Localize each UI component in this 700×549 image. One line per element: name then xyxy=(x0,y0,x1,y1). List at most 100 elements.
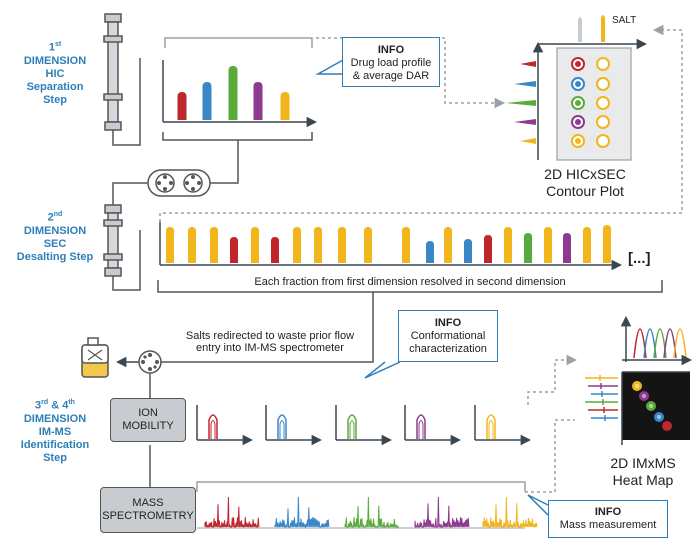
ellipsis-label: [...] xyxy=(628,250,651,267)
hic-peak xyxy=(280,92,290,120)
contour-spot-core xyxy=(575,138,581,144)
heatmap-spot-core xyxy=(649,404,653,408)
sec-peak xyxy=(544,227,552,263)
im-peak xyxy=(486,414,496,439)
sec-peak xyxy=(293,227,301,263)
im-peak xyxy=(418,420,424,439)
ms-spectrum xyxy=(274,496,330,529)
ms-bracket xyxy=(196,481,526,492)
contour-spot-core xyxy=(575,61,581,67)
sec-peak xyxy=(563,233,571,263)
contour-spot xyxy=(596,115,610,129)
heatmap-side-trace xyxy=(588,407,618,413)
hic-peak xyxy=(253,82,263,120)
heatmap-side-trace xyxy=(591,391,618,397)
ms-spectrum xyxy=(204,496,260,529)
heatmap-top-peak xyxy=(673,328,687,359)
mass-spectra xyxy=(196,481,538,529)
info-hic-tail xyxy=(315,59,344,75)
im-peak xyxy=(347,414,357,439)
sec-column xyxy=(103,204,123,277)
sec-peak xyxy=(338,227,346,263)
step-1-label: 1st DIMENSION HIC Separation Step xyxy=(23,41,87,106)
sec-peak xyxy=(603,225,611,263)
sec-peak xyxy=(524,233,532,263)
sec-chromatogram xyxy=(159,222,623,271)
flow-arrow-hic-contour xyxy=(316,37,506,109)
sec-peak xyxy=(251,227,259,263)
ms-spectrum xyxy=(414,496,470,529)
sec-peak xyxy=(402,227,410,263)
sec-peak xyxy=(464,239,472,263)
contour-side-peak xyxy=(520,61,536,67)
tubing-1 xyxy=(112,58,141,146)
step-3-4-label: 3rd & 4th DIMENSION IM-MS Identification… xyxy=(20,399,90,464)
contour-side-peak xyxy=(506,100,536,106)
sec-peak xyxy=(314,227,322,263)
im-peak xyxy=(488,420,494,439)
hic-peak xyxy=(228,66,238,120)
heatmap-side-trace xyxy=(591,415,618,421)
fraction-caption: Each fraction from first dimension resol… xyxy=(254,276,566,288)
sec-peak xyxy=(166,227,174,263)
im-peak xyxy=(210,420,216,439)
contour-plot xyxy=(506,15,648,161)
im-peak xyxy=(416,414,426,439)
contour-top-peak xyxy=(578,17,582,42)
sec-peak xyxy=(583,227,591,263)
info-box-mass: INFO Mass measurement xyxy=(548,500,668,538)
heat-map-label: 2D IMxMS Heat Map xyxy=(610,455,676,488)
hic-peak xyxy=(177,92,187,120)
hic-chromatogram xyxy=(162,60,318,128)
ion-mobility-box: ION MOBILITY xyxy=(110,398,186,442)
im-peak xyxy=(208,414,218,439)
waste-valve xyxy=(138,350,162,374)
heatmap-spot-core xyxy=(642,394,646,398)
sec-peak xyxy=(188,227,196,263)
flow-arrow-sec-contour xyxy=(159,24,683,222)
contour-spot xyxy=(596,96,610,110)
im-peak xyxy=(279,420,285,439)
contour-side-peak xyxy=(514,119,536,125)
heat-map xyxy=(585,315,693,445)
contour-spot-core xyxy=(575,81,581,87)
contour-spot-core xyxy=(575,119,581,125)
sec-peak xyxy=(271,237,279,263)
ms-spectrum xyxy=(344,496,399,529)
info-box-conformation: INFO Conformational characterization xyxy=(398,310,498,362)
contour-spot xyxy=(596,77,610,91)
contour-spot xyxy=(596,134,610,148)
heatmap-side-trace xyxy=(588,383,618,389)
hic-column xyxy=(103,13,123,131)
flow-arrow-im-heatmap xyxy=(527,354,578,405)
heatmap-spot-core xyxy=(657,415,661,419)
ion-mobility-plots xyxy=(196,405,532,446)
sec-peak xyxy=(210,227,218,263)
heatmap-spot xyxy=(664,423,670,429)
sec-peak xyxy=(444,227,452,263)
contour-top-peak xyxy=(601,15,605,42)
step-2-label: 2nd DIMENSION SEC Desalting Step xyxy=(16,211,94,263)
hic-bracket xyxy=(164,37,313,48)
ms-spectrum xyxy=(482,496,538,529)
heatmap-side-trace xyxy=(585,399,618,405)
waste-caption: Salts redirected to waste prior flow ent… xyxy=(185,330,355,354)
heatmap-spot-core xyxy=(635,384,639,388)
sec-peak xyxy=(230,237,238,263)
contour-spot-core xyxy=(575,100,581,106)
contour-plot-label: 2D HICxSEC Contour Plot xyxy=(544,166,626,199)
sec-peak xyxy=(484,235,492,263)
sec-peak xyxy=(426,241,434,263)
switch-valves xyxy=(147,169,211,197)
im-peak xyxy=(277,414,287,439)
mass-spectrometry-box: MASS SPECTROMETRY xyxy=(100,487,196,533)
info-box-hic: INFO Drug load profile & average DAR xyxy=(342,37,440,87)
heatmap-side-trace xyxy=(585,375,618,381)
im-peak xyxy=(349,420,355,439)
contour-side-peak xyxy=(520,138,536,144)
contour-side-peak xyxy=(514,81,536,87)
sec-peak xyxy=(364,227,372,263)
hic-peak xyxy=(202,82,212,120)
sec-peak xyxy=(504,227,512,263)
